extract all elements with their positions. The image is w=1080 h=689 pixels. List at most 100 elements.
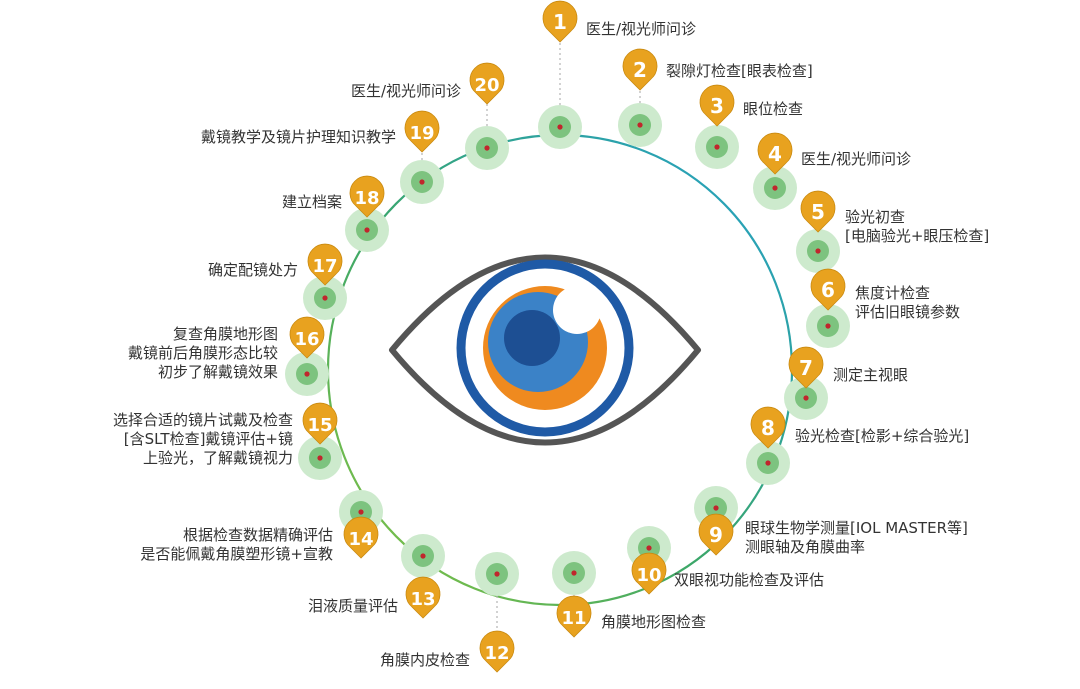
step-16-label-line: 初步了解戴镜效果 [157,363,278,381]
step-6-label-line: 焦度计检查 [855,284,931,302]
step-5-label: 验光初查[电脑验光+眼压检查] [845,208,989,246]
step-12-label-line: 角膜内皮检查 [379,651,470,669]
step-10-label-line: 双眼视功能检查及评估 [674,571,825,589]
eye-icon [389,254,701,446]
step-4-label-line: 医生/视光师问诊 [801,150,912,168]
step-20-label: 医生/视光师问诊 [351,82,461,101]
step-6-dot [825,323,831,329]
step-9-label: 眼球生物学测量[IOL MASTER等]测眼轴及角膜曲率 [745,519,968,557]
step-6-label: 焦度计检查评估旧眼镜参数 [855,284,960,322]
step-8-number: 8 [761,416,775,440]
step-17-dot [322,295,328,301]
step-16-label: 复查角膜地形图戴镜前后角膜形态比较初步了解戴镜效果 [128,325,278,382]
step-9-number: 9 [709,523,723,547]
step-16-label-line: 复查角膜地形图 [172,325,278,343]
step-19-label-line: 戴镜教学及镜片护理知识教学 [200,128,396,146]
step-9-label-line: 眼球生物学测量[IOL MASTER等] [745,519,968,537]
step-10-dot [646,545,652,551]
step-19-pin: 19 [404,110,440,153]
step-19-number: 19 [409,123,434,144]
step-15-number: 15 [307,415,332,436]
step-11-number: 11 [561,608,586,629]
step-15-label-line: [含SLT检查]戴镜评估+镜 [123,430,293,448]
map-pin-icon [698,513,734,556]
step-7-dot [803,395,809,401]
step-18-label: 建立档案 [282,193,342,212]
step-12-label: 角膜内皮检查 [380,651,470,670]
step-3-pin: 3 [699,84,735,127]
step-17-number: 17 [312,256,337,277]
step-17-pin: 17 [307,243,343,286]
map-pin-icon [307,243,343,286]
step-1-pin: 1 [542,0,578,43]
map-pin-icon [349,175,385,218]
step-14-label-line: 根据检查数据精确评估 [182,526,333,544]
step-17-label: 确定配镜处方 [208,261,298,280]
map-pin-icon [404,110,440,153]
step-11-pin: 11 [556,595,592,638]
step-17-label-line: 确定配镜处方 [207,261,298,279]
map-pin-icon [810,268,846,311]
map-pin-icon [542,0,578,43]
step-11-label: 角膜地形图检查 [601,613,706,632]
map-pin-icon [750,406,786,449]
pupil [504,310,560,366]
step-14-pin: 14 [343,516,379,559]
step-5-label-line: [电脑验光+眼压检查] [845,227,990,245]
step-7-number: 7 [799,356,813,380]
step-5-pin: 5 [800,190,836,233]
step-1-label-line: 医生/视光师问诊 [586,20,697,38]
step-15-label-line: 上验光，了解戴镜视力 [142,449,293,467]
step-4-dot [772,185,778,191]
step-20-number: 20 [474,75,499,96]
step-3-label: 眼位检查 [743,100,803,119]
step-3-label-line: 眼位检查 [743,100,804,118]
step-20-dot [484,145,490,151]
map-pin-icon [469,62,505,105]
map-pin-icon [699,84,735,127]
step-2-label-line: 裂隙灯检查[眼表检查] [666,62,813,80]
map-pin-icon [405,576,441,619]
step-2-dot [637,122,643,128]
step-1-label: 医生/视光师问诊 [586,20,696,39]
step-2-pin: 2 [622,48,658,91]
step-8-pin: 8 [750,406,786,449]
step-2-label: 裂隙灯检查[眼表检查] [666,62,813,81]
step-9-dot [713,505,719,511]
map-pin-icon [800,190,836,233]
map-pin-icon [302,402,338,445]
step-16-dot [304,371,310,377]
step-13-label-line: 泪液质量评估 [307,597,398,615]
step-13-label: 泪液质量评估 [308,597,398,616]
map-pin-icon [343,516,379,559]
step-19-dot [419,179,425,185]
step-18-pin: 18 [349,175,385,218]
step-11-label-line: 角膜地形图检查 [601,613,707,631]
step-7-label-line: 测定主视眼 [833,366,909,384]
step-16-number: 16 [294,329,319,350]
step-12-number: 12 [484,643,509,664]
map-pin-icon [622,48,658,91]
step-16-pin: 16 [289,316,325,359]
step-5-number: 5 [811,200,825,224]
step-6-pin: 6 [810,268,846,311]
step-7-label: 测定主视眼 [833,366,908,385]
step-18-dot [364,227,370,233]
step-15-label: 选择合适的镜片试戴及检查[含SLT检查]戴镜评估+镜上验光，了解戴镜视力 [113,411,293,468]
step-15-dot [317,455,323,461]
step-14-label-line: 是否能佩戴角膜塑形镜+宣教 [140,545,333,563]
eye-outline [389,254,701,446]
map-pin-icon [631,552,667,595]
halos-layer [285,103,850,596]
step-10-pin: 10 [631,552,667,595]
step-15-pin: 15 [302,402,338,445]
step-15-label-line: 选择合适的镜片试戴及检查 [112,411,293,429]
step-2-number: 2 [633,58,647,82]
step-10-label: 双眼视功能检查及评估 [674,571,824,590]
map-pin-icon [479,630,515,673]
step-16-label-line: 戴镜前后角膜形态比较 [127,344,278,362]
step-3-number: 3 [710,94,724,118]
